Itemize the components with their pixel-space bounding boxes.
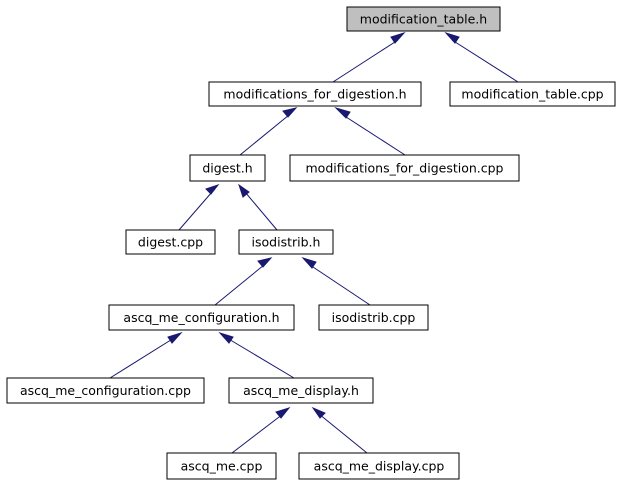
node-label: ascq_me_display.h xyxy=(243,383,359,398)
node-modifications-for-digestion-cpp[interactable]: modifications_for_digestion.cpp xyxy=(289,154,520,182)
node-label: ascq_me_configuration.h xyxy=(123,310,279,325)
node-digest-h[interactable]: digest.h xyxy=(189,154,266,182)
node-label: digest.h xyxy=(202,161,252,176)
node-modifications-for-digestion-h[interactable]: modifications_for_digestion.h xyxy=(208,81,422,107)
edge-modifications-for-digestion-h-to-modification-table-h xyxy=(332,31,406,83)
node-label: modifications_for_digestion.cpp xyxy=(306,161,504,176)
node-label: ascq_me.cpp xyxy=(181,459,263,474)
node-label: ascq_me_configuration.cpp xyxy=(20,383,191,398)
edge-ascq-me-configuration-cpp-to-ascq-me-configuration-h xyxy=(109,331,183,379)
edge-digest-h-to-modifications-for-digestion-h xyxy=(239,107,298,156)
node-ascq-me-display-cpp[interactable]: ascq_me_display.cpp xyxy=(298,452,460,480)
node-ascq-me-configuration-cpp[interactable]: ascq_me_configuration.cpp xyxy=(6,377,205,404)
node-modification-table-cpp[interactable]: modification_table.cpp xyxy=(449,81,616,107)
edge-ascq-me-display-cpp-to-ascq-me-display-h xyxy=(311,406,368,454)
edge-digest-cpp-to-digest-h xyxy=(178,184,220,231)
node-isodistrib-h[interactable]: isodistrib.h xyxy=(238,229,334,255)
node-label: digest.cpp xyxy=(138,235,203,250)
edge-ascq-me-cpp-to-ascq-me-display-h xyxy=(231,407,291,454)
node-label: modifications_for_digestion.h xyxy=(223,87,406,102)
edge-modification-table-cpp-to-modification-table-h xyxy=(444,31,519,83)
edge-isodistrib-cpp-to-isodistrib-h xyxy=(301,256,371,306)
node-label: modification_table.cpp xyxy=(461,87,603,102)
node-digest-cpp[interactable]: digest.cpp xyxy=(125,229,216,255)
node-label: isodistrib.cpp xyxy=(332,310,416,325)
node-label: isodistrib.h xyxy=(252,235,321,250)
edge-isodistrib-h-to-digest-h xyxy=(238,183,278,231)
node-label: modification_table.h xyxy=(360,12,487,27)
edges xyxy=(109,31,519,454)
node-isodistrib-cpp[interactable]: isodistrib.cpp xyxy=(318,304,429,331)
nodes: modification_table.h modifications_for_d… xyxy=(6,6,616,480)
node-ascq-me-configuration-h[interactable]: ascq_me_configuration.h xyxy=(108,304,295,331)
node-ascq-me-display-h[interactable]: ascq_me_display.h xyxy=(228,377,374,404)
edge-ascq-me-display-h-to-ascq-me-configuration-h xyxy=(218,331,295,379)
node-modification-table-h[interactable]: modification_table.h xyxy=(346,6,501,32)
node-ascq-me-cpp[interactable]: ascq_me.cpp xyxy=(166,452,277,480)
node-label: ascq_me_display.cpp xyxy=(314,459,445,474)
edge-modifications-for-digestion-cpp-to-modifications-for-digestion-h xyxy=(334,106,406,156)
edge-ascq-me-configuration-h-to-isodistrib-h xyxy=(214,257,273,306)
